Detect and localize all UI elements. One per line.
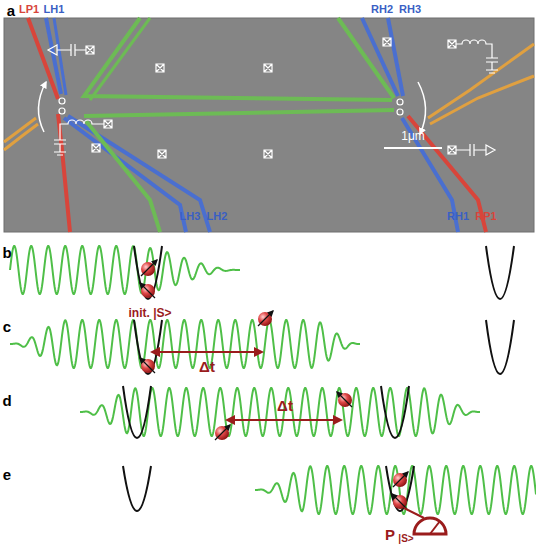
electron: [393, 495, 407, 509]
sensor-lead: [4, 124, 38, 150]
image-border: [4, 18, 534, 232]
gate-name: RH2: [371, 4, 393, 15]
potential-well: [123, 386, 151, 438]
potential-well: [486, 320, 514, 374]
contact-symbol: [104, 120, 112, 128]
gate-name: LH3: [180, 211, 201, 222]
channel-gate: [86, 121, 160, 232]
quantum-dot: [397, 109, 403, 115]
spin-arrow: [215, 425, 230, 440]
probability-label: P: [385, 527, 395, 542]
electron: [258, 312, 272, 326]
barrier-gate: [68, 116, 210, 232]
panel-letter: b: [2, 245, 11, 260]
potential-well: [486, 246, 514, 299]
sem-image: [4, 18, 534, 232]
contact-symbol: [92, 144, 100, 152]
meter-lead: [404, 508, 424, 518]
meter-symbol: [414, 518, 446, 534]
delay-arrow: [152, 351, 262, 353]
potential-well: [386, 466, 414, 511]
meter-needle: [430, 521, 440, 534]
electron: [215, 426, 229, 440]
gate-name: LP1: [19, 4, 39, 15]
sensor-lead: [430, 76, 534, 124]
scale-label: 1μm: [401, 130, 425, 142]
barrier-gate: [362, 18, 398, 96]
quantum-dot: [397, 99, 403, 105]
contact-symbol: [86, 46, 94, 54]
spin-arrow: [337, 392, 352, 407]
quantum-dot: [59, 98, 65, 104]
gate-name: RH3: [399, 4, 421, 15]
contact-symbol: [448, 40, 456, 48]
capacitor-symbol: [456, 144, 495, 156]
gate-name: RP1: [475, 211, 496, 222]
spin-arrow: [140, 283, 155, 298]
contact-symbol: [158, 150, 166, 158]
surface-acoustic-wave: [10, 246, 240, 294]
delay-arrow: [227, 419, 341, 421]
gate-name: LH1: [44, 4, 65, 15]
surface-acoustic-wave: [10, 320, 360, 368]
surface-acoustic-wave: [80, 388, 480, 436]
potential-well: [123, 466, 151, 511]
spin-arrow: [140, 358, 155, 373]
panel-letter: d: [2, 393, 11, 408]
contact-symbol: [156, 64, 164, 72]
gate-name: LH2: [207, 211, 228, 222]
delay-label: Δt: [199, 359, 215, 374]
state-label: init. |S>: [128, 307, 171, 319]
spin-arrow: [392, 494, 407, 509]
channel-gate: [84, 110, 394, 116]
panel-letter: a: [7, 3, 15, 18]
contact-symbol: [264, 150, 272, 158]
capacitor-symbol: [48, 44, 86, 56]
spin-arrow: [258, 311, 273, 326]
inductor-symbol: [456, 40, 498, 73]
electron: [393, 473, 407, 487]
electron: [141, 284, 155, 298]
contact-symbol: [383, 38, 391, 46]
barrier-gate: [64, 118, 186, 232]
current-arrow: [418, 82, 426, 134]
channel-gate: [90, 18, 150, 100]
barrier-gate: [54, 18, 66, 95]
potential-well: [381, 386, 409, 438]
probability-subscript: |S>: [398, 534, 413, 544]
panel-letter: c: [3, 319, 11, 334]
spin-arrow: [393, 472, 408, 487]
gate-name: RH1: [447, 211, 469, 222]
electron: [338, 393, 352, 407]
inductor-symbol: [54, 120, 104, 155]
barrier-gate: [388, 18, 403, 96]
panel-letter: e: [3, 467, 11, 482]
contact-symbol: [448, 146, 456, 154]
potential-well: [134, 246, 162, 299]
surface-acoustic-wave: [255, 466, 536, 514]
current-arrow: [38, 82, 46, 132]
potential-well: [134, 320, 162, 374]
contact-symbol: [264, 64, 272, 72]
quantum-dot: [59, 108, 65, 114]
spin-arrow: [141, 260, 157, 276]
electron: [141, 359, 155, 373]
scale-bar: [384, 147, 442, 149]
delay-label: Δt: [277, 398, 293, 413]
